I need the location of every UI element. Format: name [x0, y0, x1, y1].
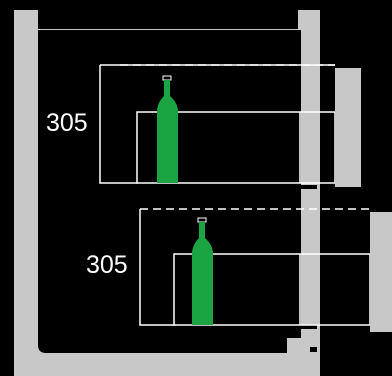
upper-drawer-front-panel: [335, 68, 361, 187]
right-rail-gap-lower: [301, 325, 317, 329]
wine-bottle-icon: [192, 217, 213, 325]
cabinet-outer-frame: [14, 10, 320, 376]
lower-drawer-extended-outline: [139, 209, 175, 326]
cabinet-interior: [38, 30, 298, 352]
lower-drawer: [139, 208, 392, 332]
cabinet-foot-detail: [310, 347, 317, 352]
cabinet-shell: [14, 10, 320, 376]
lower-drawer-height-label: 305: [86, 251, 128, 279]
upper-drawer: [99, 64, 361, 187]
right-rail-gap-upper: [301, 185, 317, 189]
wine-bottle-icon: [157, 75, 178, 183]
lower-drawer-front-panel: [370, 212, 392, 332]
upper-drawer-height-label: 305: [46, 109, 88, 137]
cabinet-top-gap: [38, 10, 298, 29]
